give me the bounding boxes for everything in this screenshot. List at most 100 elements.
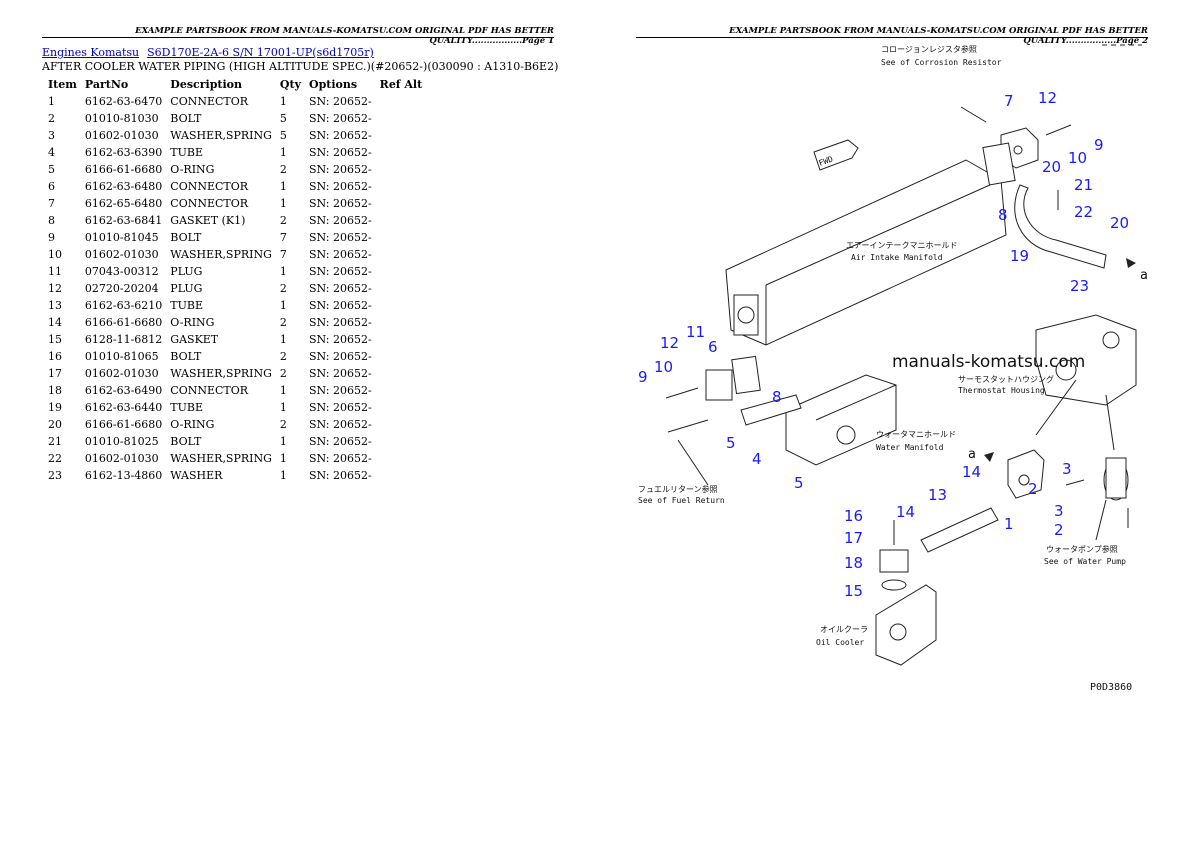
table-cell: 07043-00312 <box>84 265 159 278</box>
callout-15: 15 <box>844 582 863 600</box>
table-cell <box>376 127 427 144</box>
callout-3-upper: 3 <box>1062 460 1072 478</box>
table-cell <box>376 450 427 467</box>
callout-12-upper: 12 <box>1038 89 1057 107</box>
callout-2-lower: 2 <box>1028 480 1038 498</box>
callout-23: 23 <box>1070 277 1089 295</box>
table-cell: 6166-61-6680 <box>84 418 163 431</box>
callout-5-right: 5 <box>794 474 804 492</box>
table-cell: 01602-01030 <box>84 129 159 142</box>
table-cell: PLUG <box>170 282 203 295</box>
table-cell <box>376 93 427 110</box>
callout-a-upper: a <box>1140 268 1148 283</box>
table-cell: CONNECTOR <box>170 95 249 108</box>
table-cell: SN: 20652- <box>308 146 372 159</box>
tube-19-drawing <box>1014 184 1107 269</box>
water-pump-connector-drawing <box>1103 457 1129 501</box>
table-cell: SN: 20652- <box>308 265 372 278</box>
col-header-item: Item <box>48 78 77 91</box>
arrow-a-lower <box>984 452 994 462</box>
label-water-pump-en: See of Water Pump <box>1044 557 1126 566</box>
callout-12-left: 12 <box>660 334 679 352</box>
col-header-partno: PartNo <box>84 78 129 91</box>
table-cell: 1 <box>279 333 287 346</box>
table-cell: 01010-81025 <box>84 435 159 448</box>
table-cell: 01010-81030 <box>84 112 159 125</box>
connector-1-drawing <box>1007 449 1045 499</box>
table-cell: 5 <box>279 112 287 125</box>
table-cell: 2 <box>279 418 287 431</box>
table-cell: 22 <box>48 452 62 465</box>
callout-8-left: 8 <box>772 388 782 406</box>
table-cell: CONNECTOR <box>170 384 249 397</box>
callout-13: 13 <box>928 486 947 504</box>
breadcrumb-link-engines[interactable]: Engines Komatsu <box>42 46 140 59</box>
table-cell: SN: 20652- <box>308 316 372 329</box>
table-cell: 19 <box>48 401 62 414</box>
callout-10-upper: 10 <box>1068 149 1087 167</box>
table-cell: SN: 20652- <box>308 469 372 482</box>
bolt-upper-right <box>1045 124 1072 136</box>
table-cell <box>376 416 427 433</box>
fwd-arrow-icon: FWD <box>813 139 859 171</box>
callout-16: 16 <box>844 507 863 525</box>
table-cell: 1 <box>279 180 287 193</box>
table-cell: WASHER,SPRING <box>170 248 272 261</box>
table-cell: SN: 20652- <box>308 435 372 448</box>
table-cell: BOLT <box>170 112 202 125</box>
label-thermostat-jp: サーモスタットハウジング <box>958 374 1054 384</box>
table-cell: SN: 20652- <box>308 367 372 380</box>
callout-14-upper: 14 <box>962 463 981 481</box>
table-cell: 2 <box>279 367 287 380</box>
table-cell: 14 <box>48 316 62 329</box>
table-cell: 1 <box>279 265 287 278</box>
breadcrumb-link-model[interactable]: S6D170E-2A-6 S/N 17001-UP(s6d1705r) <box>147 46 374 59</box>
callout-9-left: 9 <box>638 368 648 386</box>
table-cell: 3 <box>48 129 55 142</box>
table-cell <box>376 297 427 314</box>
table-cell: 6 <box>48 180 55 193</box>
callout-20-right: 20 <box>1110 214 1129 232</box>
table-cell: 23 <box>48 469 62 482</box>
table-cell <box>376 399 427 416</box>
table-cell: SN: 20652- <box>308 248 372 261</box>
tube-13-drawing <box>920 507 999 553</box>
callout-9-upper: 9 <box>1094 136 1104 154</box>
label-fuel-return-en: See of Fuel Return <box>638 496 725 505</box>
table-cell: 6162-63-6390 <box>84 146 163 159</box>
table-cell: PLUG <box>170 265 203 278</box>
table-cell: 5 <box>48 163 55 176</box>
table-cell <box>376 365 427 382</box>
thermostat-housing-drawing <box>1035 314 1137 406</box>
table-cell: O-RING <box>170 163 215 176</box>
leader-water-pump <box>1105 394 1115 451</box>
header-rule-left <box>42 37 554 38</box>
bolt-3-drawing <box>1065 479 1085 486</box>
table-cell <box>376 144 427 161</box>
callout-19: 19 <box>1010 247 1029 265</box>
table-cell: 17 <box>48 367 62 380</box>
callout-21: 21 <box>1074 176 1093 194</box>
bolt-upper-left <box>960 106 987 123</box>
callout-14-lower: 14 <box>896 503 915 521</box>
table-cell: BOLT <box>170 435 202 448</box>
air-intake-manifold-drawing <box>725 159 1007 346</box>
table-cell: CONNECTOR <box>170 180 249 193</box>
table-cell: 2 <box>279 282 287 295</box>
table-cell: 6162-63-6440 <box>84 401 163 414</box>
callout-17: 17 <box>844 529 863 547</box>
callout-18: 18 <box>844 554 863 572</box>
leader-see-water-pump <box>1095 499 1107 541</box>
table-cell: 2 <box>279 350 287 363</box>
